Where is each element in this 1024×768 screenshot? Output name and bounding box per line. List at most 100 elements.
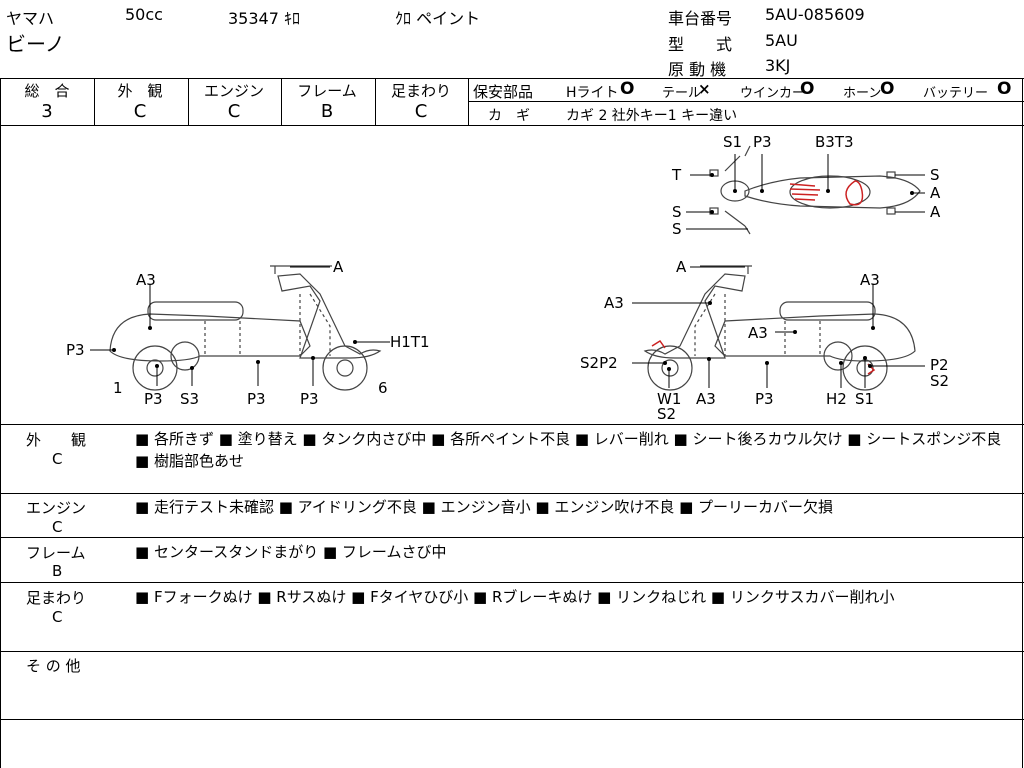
section-title: そ の 他 [26,657,81,675]
diagram-label-left-a: A [333,258,344,276]
maker: ヤマハ [6,9,55,28]
section-grade: C [52,450,63,468]
engine-type-value: 3KJ [765,56,791,75]
displacement: 50cc [125,5,163,24]
section-grade: B [52,562,63,580]
diagram-label-right-a3-left: A3 [604,294,624,312]
damage-marks-icon [651,180,876,375]
divider [0,651,1024,652]
diagram-label-right-s2: S2 [930,372,949,390]
section-text: ■ 走行テスト未確認 ■ アイドリング不良 ■ エンジン音小 ■ エンジン吹け不… [135,498,834,516]
divider [0,125,1024,126]
diagram-label-right-a3-mid: A3 [748,324,768,342]
section-text: ■ Fフォークぬけ ■ Rサスぬけ ■ Fタイヤひび小 ■ Rブレーキぬけ ■ … [135,588,895,606]
safety-parts-label: 保安部品 [473,83,534,101]
diagram-label-left-s3: S3 [180,390,199,408]
section-title: 足まわり [26,589,87,607]
divider [0,582,1024,583]
battery-label: バッテリー [923,86,989,101]
frame-number-label: 車台番号 [668,9,733,28]
divider [0,719,1024,720]
divider [468,78,469,125]
divider [0,537,1024,538]
diagram-label-left-p3-b: P3 [247,390,266,408]
diagram-label-right-w1: W1 [657,390,681,408]
diagram-label-top-s-left1: S [672,203,682,221]
winker-label: ウインカー [740,86,806,101]
headlight-label: Hライト [566,85,619,101]
model-name: ビーノ [6,32,65,56]
divider [1022,78,1023,768]
diagram-label-left-6: 6 [378,379,388,397]
key-value: カギ 2 社外キー1 キー違い [566,108,738,124]
diagram-label-top-a-right2: A [930,203,941,221]
divider [94,78,95,125]
section-title: フレーム [26,544,86,562]
diagram-label-top-b3t3: B3T3 [815,133,854,151]
diagram-label-left-p3-rear: P3 [66,341,85,359]
diagram-label-left-1: 1 [113,379,123,397]
color: ｸﾛ ペイント [395,9,481,28]
engine-grade-label: エンジン [203,82,264,100]
divider [0,78,1,768]
diagram-label-top-s1: S1 [723,133,742,151]
divider [0,78,1024,79]
mileage: 35347 ｷﾛ [228,9,300,28]
divider [468,101,1024,102]
divider [0,424,1024,425]
tail-label: テール [662,86,702,101]
damage-points [112,173,914,371]
diagram-label-left-p3-a: P3 [144,390,163,408]
diagram-label-top-s-right: S [930,166,940,184]
model-type-label: 型 式 [668,35,733,54]
diagram-label-top-t: T [671,166,682,184]
winker-status: O [800,79,815,99]
diagram-label-right-h2: H2 [826,390,847,408]
leader-lines [90,154,925,388]
diagram-label-right-p3: P3 [755,390,774,408]
diagram-label-right-a: A [676,258,687,276]
suspension-grade-value: C [414,101,428,122]
overall-grade-label: 総 合 [24,82,70,100]
section-text: ■ センタースタンドまがり ■ フレームさび中 [135,543,447,561]
section-title: 外 観 [26,431,87,449]
divider [375,78,376,125]
overall-grade-value: 3 [41,101,53,122]
section-title: エンジン [26,499,87,517]
diagram-label-left-a3: A3 [136,271,156,289]
exterior-grade-value: C [133,101,147,122]
battery-status: O [997,79,1012,99]
diagram-label-top-p3: P3 [753,133,772,151]
section-grade: C [52,518,63,536]
engine-type-label: 原 動 機 [668,60,727,79]
diagram-label-right-s1: S1 [855,390,874,408]
right-side-scooter-icon [643,265,916,391]
exterior-grade-label: 外 観 [117,82,163,100]
diagram-label-left-p3-c: P3 [300,390,319,408]
left-side-scooter-icon [109,265,382,391]
divider [281,78,282,125]
section-text: ■ 各所きず ■ 塗り替え ■ タンク内さび中 ■ 各所ペイント不良 ■ レバー… [135,430,1002,470]
diagram-label-right-s2-bottom: S2 [657,405,676,423]
horn-status: O [880,79,895,99]
frame-number-value: 5AU-085609 [765,5,865,24]
headlight-status: O [620,79,635,99]
suspension-grade-label: 足まわり [390,82,451,100]
tail-status: × [698,80,711,98]
horn-label: ホーン [843,86,882,101]
section-grade: C [52,608,63,626]
key-label: カ ギ [488,108,530,124]
model-type-value: 5AU [765,31,798,50]
frame-grade-label: フレーム [297,82,357,100]
diagram-label-top-s-left2: S [672,220,682,238]
damage-diagram: S1 P3 B3T3 T S A A S S A A3 P3 H1T1 1 6 … [66,133,949,423]
diagram-label-right-s2p2: S2P2 [580,354,618,372]
diagram-label-left-h1t1: H1T1 [390,333,430,351]
frame-grade-value: B [320,101,334,122]
divider [0,493,1024,494]
engine-grade-value: C [227,101,241,122]
diagram-label-right-a3-bottom: A3 [696,390,716,408]
diagram-label-right-a3-top: A3 [860,271,880,289]
diagram-label-right-p2: P2 [930,356,949,374]
diagram-label-top-a-right1: A [930,184,941,202]
